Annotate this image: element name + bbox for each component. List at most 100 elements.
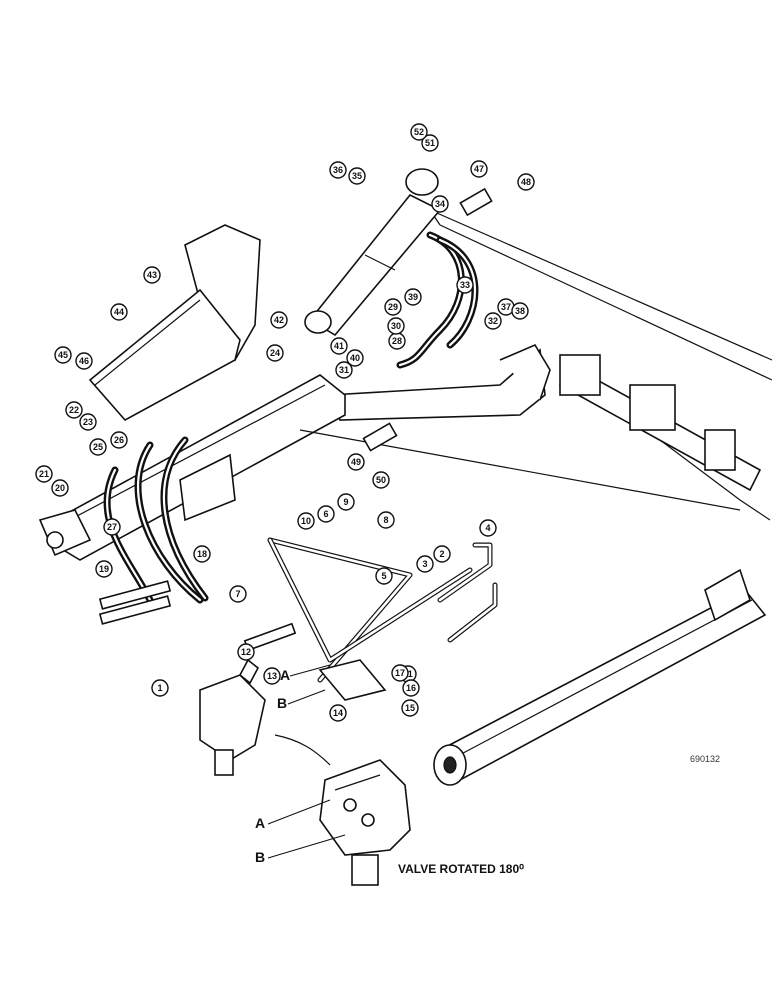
callout-number: 23	[83, 417, 93, 427]
callout-circle	[95, 560, 113, 578]
callout-48: 48	[517, 173, 535, 191]
callout-circle	[410, 123, 428, 141]
callout-number: 50	[376, 475, 386, 485]
callout-circle	[329, 704, 347, 722]
callout-circle	[484, 312, 502, 330]
callout-circle	[431, 195, 449, 213]
callout-number: 7	[235, 589, 240, 599]
callout-45: 45	[54, 346, 72, 364]
callout-circle	[348, 167, 366, 185]
callout-circle	[329, 161, 347, 179]
callout-number: 13	[267, 671, 277, 681]
figure-id: 690132	[690, 754, 720, 764]
callout-number: 14	[333, 708, 343, 718]
callout-circle	[266, 344, 284, 362]
callout-number: 25	[93, 442, 103, 452]
callout-number: 52	[414, 127, 424, 137]
callout-4: 4	[479, 519, 497, 537]
callout-1: 1	[151, 679, 169, 697]
callouts: 1234567891011121314151617181920212223242…	[35, 123, 535, 722]
callout-number: 30	[391, 321, 401, 331]
callout-39: 39	[404, 288, 422, 306]
callout-circle	[404, 288, 422, 306]
callout-number: 38	[515, 306, 525, 316]
callout-number: 33	[460, 280, 470, 290]
callout-24: 24	[266, 344, 284, 362]
callout-number: 29	[388, 302, 398, 312]
callout-circle	[263, 667, 281, 685]
callout-number: 47	[474, 164, 484, 174]
callout-41: 41	[330, 337, 348, 355]
chute-assembly	[88, 224, 261, 422]
callout-circle	[470, 160, 488, 178]
control-valve	[199, 658, 266, 776]
callout-43: 43	[143, 266, 161, 284]
callout-number: 6	[323, 509, 328, 519]
callout-circle	[347, 453, 365, 471]
callout-8: 8	[377, 511, 395, 529]
callout-40: 40	[346, 349, 364, 367]
callout-32: 32	[484, 312, 502, 330]
callout-36: 36	[329, 161, 347, 179]
callout-number: 20	[55, 483, 65, 493]
callout-circle	[391, 664, 409, 682]
hoses	[103, 231, 479, 604]
callout-number: 46	[79, 356, 89, 366]
callout-29: 29	[384, 298, 402, 316]
callout-circle	[433, 545, 451, 563]
callout-circle	[402, 679, 420, 697]
callout-number: 2	[439, 549, 444, 559]
callout-circle	[375, 567, 393, 585]
callout-30: 30	[387, 317, 405, 335]
callout-17: 17	[391, 664, 409, 682]
callout-circle	[237, 643, 255, 661]
callout-number: 26	[114, 435, 124, 445]
callout-2: 2	[433, 545, 451, 563]
callout-number: 49	[351, 457, 361, 467]
callout-number: 34	[435, 199, 445, 209]
callout-number: 22	[69, 405, 79, 415]
callout-26: 26	[110, 431, 128, 449]
callout-circle	[110, 303, 128, 321]
callout-number: 48	[521, 177, 531, 187]
callout-circle	[103, 518, 121, 536]
callout-circle	[110, 431, 128, 449]
callout-number: 42	[274, 315, 284, 325]
callout-52: 52	[410, 123, 428, 141]
callout-number: 1	[157, 683, 162, 693]
callout-circle	[193, 545, 211, 563]
callout-circle	[54, 346, 72, 364]
callout-14: 14	[329, 704, 347, 722]
callout-circle	[330, 337, 348, 355]
port-label-a-lower: A	[255, 815, 265, 831]
callout-circle	[270, 311, 288, 329]
callout-5: 5	[375, 567, 393, 585]
callout-circle	[401, 699, 419, 717]
callout-number: 39	[408, 292, 418, 302]
callout-23: 23	[79, 413, 97, 431]
callout-circle	[387, 317, 405, 335]
callout-circle	[416, 555, 434, 573]
callout-51: 51	[421, 134, 439, 152]
callout-circle	[511, 302, 529, 320]
callout-number: 16	[406, 683, 416, 693]
callout-circle	[317, 505, 335, 523]
callout-38: 38	[511, 302, 529, 320]
callout-number: 12	[241, 647, 251, 657]
callout-circle	[377, 511, 395, 529]
callout-25: 25	[89, 438, 107, 456]
callout-31: 31	[335, 361, 353, 379]
port-label-b-lower: B	[255, 849, 265, 865]
callout-6: 6	[317, 505, 335, 523]
callout-number: 4	[485, 523, 490, 533]
callout-number: 28	[392, 336, 402, 346]
callout-number: 27	[107, 522, 117, 532]
callout-number: 37	[501, 302, 511, 312]
callout-circle	[456, 276, 474, 294]
callout-number: 51	[425, 138, 435, 148]
callout-15: 15	[401, 699, 419, 717]
frame-assembly	[54, 209, 772, 786]
callout-9: 9	[337, 493, 355, 511]
callout-circle	[79, 413, 97, 431]
